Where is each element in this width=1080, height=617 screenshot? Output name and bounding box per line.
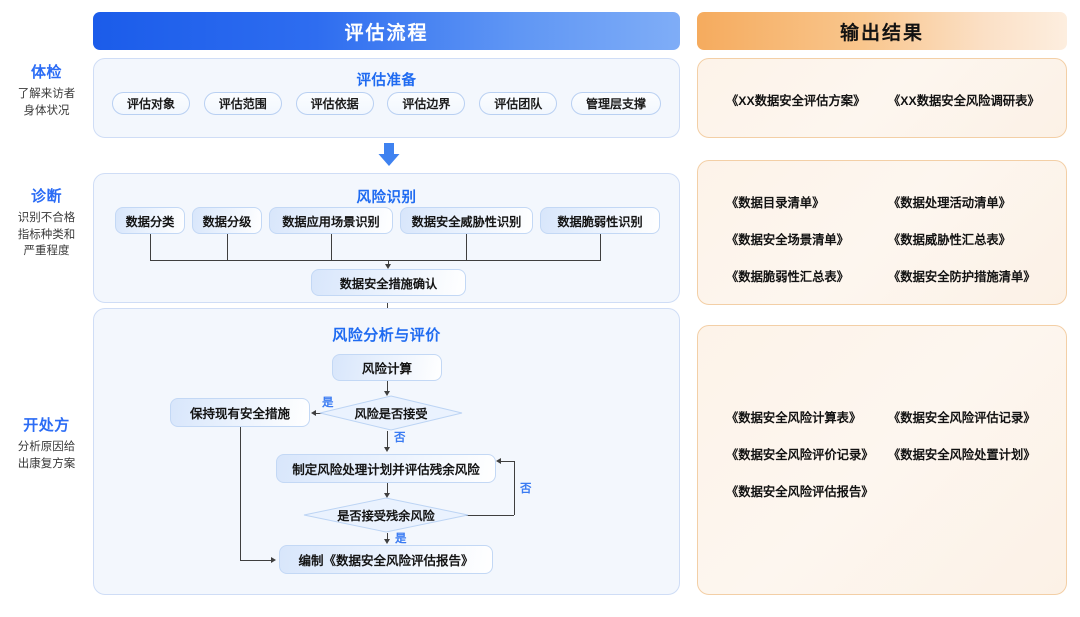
- decision-accept-residual-risk[interactable]: 是否接受残余风险: [303, 497, 469, 533]
- output-item: 《数据处理活动清单》: [888, 196, 1011, 210]
- output-column-header: 输出结果: [697, 12, 1067, 50]
- connector-drop-5: [600, 234, 601, 260]
- output-item: 《数据安全风险评价记录》: [726, 448, 874, 462]
- decision-risk-acceptable[interactable]: 风险是否接受: [319, 395, 463, 431]
- output-item: 《数据威胁性汇总表》: [888, 233, 1011, 247]
- output-item: 《数据安全风险计算表》: [726, 411, 862, 425]
- stage-title: 体检: [30, 64, 62, 81]
- output-item-grid: 《数据目录清单》 《数据处理活动清单》 《数据安全场景清单》 《数据威胁性汇总表…: [698, 193, 1066, 285]
- output-item-grid: 《XX数据安全评估方案》 《XX数据安全风险调研表》: [698, 91, 1066, 109]
- stage-label-diagnosis: 诊断 识别不合格指标种类和严重程度: [0, 188, 93, 260]
- decision-label: 风险是否接受: [354, 407, 428, 421]
- stage-label-column: 体检 了解来访者身体状况 诊断 识别不合格指标种类和严重程度 开处方 分析原因给…: [0, 0, 93, 617]
- pill-assessment-team[interactable]: 评估团队: [479, 92, 558, 115]
- output-panel-identification: 《数据目录清单》 《数据处理活动清单》 《数据安全场景清单》 《数据威胁性汇总表…: [697, 160, 1067, 305]
- edge-label-residual-no: 否: [520, 483, 532, 495]
- process-column-header: 评估流程: [93, 12, 680, 50]
- node-security-measure-confirmation[interactable]: 数据安全措施确认: [311, 269, 466, 296]
- connector-plan-to-decision2: [387, 483, 388, 495]
- panel-risk-analysis-evaluation: 风险分析与评价 风险计算 风险是否接受 是 保持现有安全措施 否 制定风险处理计…: [93, 308, 680, 595]
- connector-residual-no-h1: [456, 515, 514, 516]
- pill-assessment-object[interactable]: 评估对象: [112, 92, 191, 115]
- arrow-head-icon: [496, 457, 501, 464]
- output-item: [882, 482, 1048, 500]
- output-panel-preparation: 《XX数据安全评估方案》 《XX数据安全风险调研表》: [697, 58, 1067, 138]
- output-item-grid: 《数据安全风险计算表》 《数据安全风险评估记录》 《数据安全风险评价记录》 《数…: [698, 408, 1066, 500]
- connector-drop-4: [466, 234, 467, 260]
- stage-label-checkup: 体检 了解来访者身体状况: [0, 64, 93, 119]
- panel-risk-identification: 风险识别 数据分类 数据分级 数据应用场景识别 数据安全威胁性识别 数据脆弱性识…: [93, 173, 680, 303]
- arrow-head-icon: [311, 409, 316, 416]
- panel-title: 风险识别: [356, 190, 417, 206]
- arrow-head-icon: [384, 391, 390, 396]
- node-data-grading[interactable]: 数据分级: [192, 207, 262, 234]
- output-item: 《数据安全风险评估记录》: [888, 411, 1036, 425]
- output-item: 《数据安全防护措施清单》: [888, 270, 1036, 284]
- edge-label-accept-no: 否: [394, 432, 406, 444]
- stage-description: 分析原因给出康复方案: [17, 441, 76, 470]
- node-risk-treatment-plan[interactable]: 制定风险处理计划并评估残余风险: [276, 454, 496, 483]
- stage-label-prescription: 开处方 分析原因给出康复方案: [0, 417, 93, 472]
- arrow-head-icon: [384, 539, 390, 544]
- arrow-head-icon: [271, 556, 276, 563]
- connector-drop-2: [227, 234, 228, 260]
- stage-title: 开处方: [23, 417, 70, 434]
- connector-bus: [150, 260, 601, 261]
- connector-drop-3: [331, 234, 332, 260]
- connector-drop-1: [150, 234, 151, 260]
- node-data-vulnerability-identification[interactable]: 数据脆弱性识别: [540, 207, 660, 234]
- output-item: 《数据安全风险处置计划》: [888, 448, 1036, 462]
- output-item: 《数据脆弱性汇总表》: [726, 270, 849, 284]
- decision-label: 是否接受残余风险: [337, 509, 435, 523]
- stage-title: 诊断: [30, 188, 62, 205]
- panel-assessment-preparation: 评估准备 评估对象 评估范围 评估依据 评估边界 评估团队 管理层支撑: [93, 58, 680, 138]
- node-keep-existing-measures[interactable]: 保持现有安全措施: [170, 398, 310, 427]
- output-item: 《XX数据安全风险调研表》: [888, 94, 1040, 108]
- connector-keep-to-report-v: [240, 427, 241, 560]
- panel-title: 评估准备: [356, 73, 417, 89]
- panel-title: 风险分析与评价: [332, 327, 441, 344]
- stage-description: 识别不合格指标种类和严重程度: [17, 212, 76, 258]
- connector-residual-to-report: [387, 533, 388, 541]
- node-compile-assessment-report[interactable]: 编制《数据安全风险评估报告》: [279, 545, 493, 574]
- pill-assessment-scope[interactable]: 评估范围: [203, 92, 282, 115]
- output-item: 《数据安全场景清单》: [726, 233, 849, 247]
- node-data-classification[interactable]: 数据分类: [115, 207, 185, 234]
- output-item: 《数据目录清单》: [726, 196, 825, 210]
- edge-label-residual-yes: 是: [395, 533, 407, 545]
- connector-residual-no-h2: [500, 461, 514, 462]
- arrow-head-icon: [385, 264, 391, 269]
- connector-residual-no-v: [514, 461, 515, 515]
- pill-assessment-boundary[interactable]: 评估边界: [387, 92, 466, 115]
- node-data-scenario-identification[interactable]: 数据应用场景识别: [269, 207, 393, 234]
- connector-decision-to-plan: [387, 431, 388, 449]
- stage-description: 了解来访者身体状况: [17, 88, 76, 117]
- output-item: 《数据安全风险评估报告》: [726, 485, 874, 499]
- node-data-threat-identification[interactable]: 数据安全威胁性识别: [400, 207, 533, 234]
- connector-keep-to-report-h: [240, 560, 273, 561]
- down-arrow-icon: [375, 141, 403, 169]
- output-item: 《XX数据安全评估方案》: [726, 94, 866, 108]
- pill-management-support[interactable]: 管理层支撑: [570, 92, 661, 115]
- node-risk-calculation[interactable]: 风险计算: [332, 354, 442, 381]
- edge-label-accept-yes: 是: [322, 397, 334, 409]
- connector-to-measure: [388, 260, 389, 266]
- pill-assessment-basis[interactable]: 评估依据: [295, 92, 374, 115]
- preparation-pill-row: 评估对象 评估范围 评估依据 评估边界 评估团队 管理层支撑: [112, 92, 661, 115]
- connector-calc-to-decision: [387, 381, 388, 393]
- arrow-head-icon: [384, 447, 390, 452]
- arrow-head-icon: [384, 493, 390, 498]
- output-panel-analysis: 《数据安全风险计算表》 《数据安全风险评估记录》 《数据安全风险评价记录》 《数…: [697, 325, 1067, 595]
